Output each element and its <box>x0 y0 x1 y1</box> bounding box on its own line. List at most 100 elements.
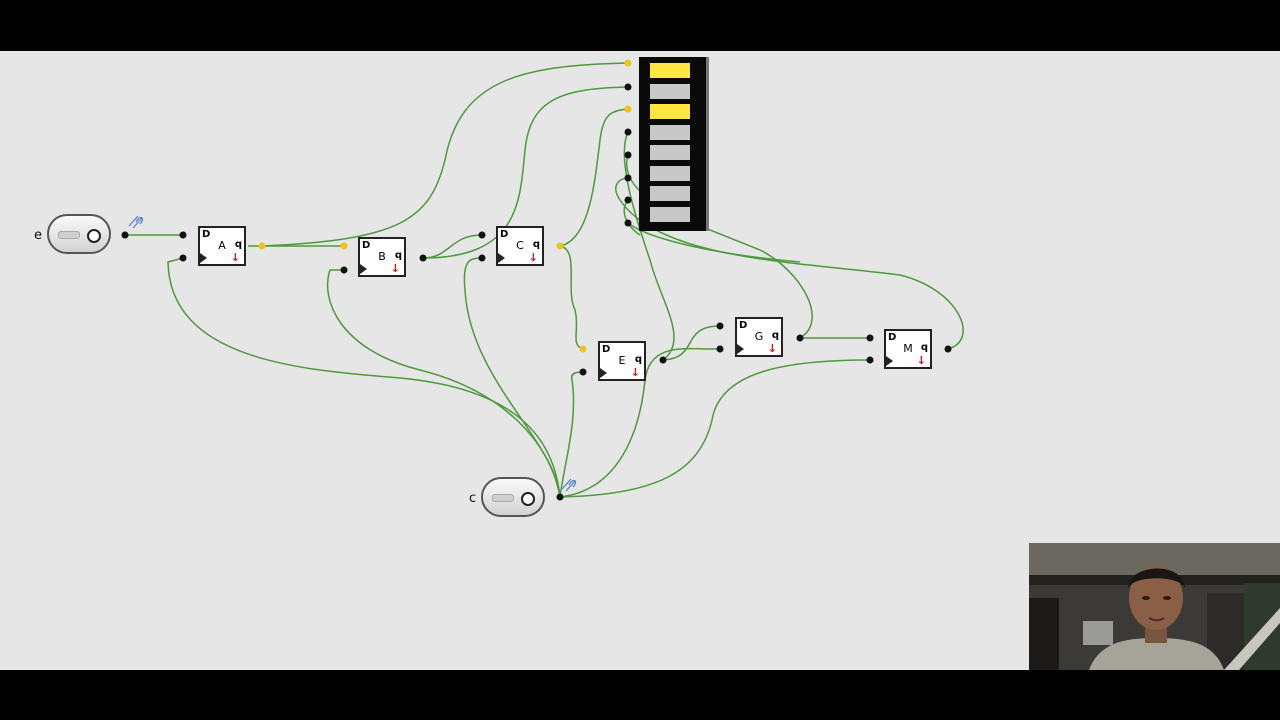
led-segment-3 <box>650 124 690 140</box>
pin <box>624 196 632 204</box>
q-pin-label: q <box>920 342 928 353</box>
wire <box>261 62 631 247</box>
d-pin-label: D <box>202 229 211 240</box>
active-pin <box>624 59 632 67</box>
wire <box>559 108 631 247</box>
active-pin <box>340 242 348 250</box>
red-down-arrow-icon: ↓ <box>528 251 538 264</box>
webcam-overlay <box>1029 543 1280 670</box>
pin <box>121 231 129 239</box>
flip-flop-label: M <box>903 342 913 355</box>
input-c-label: c <box>469 491 477 506</box>
pin <box>624 174 632 182</box>
flip-flop-label: C <box>516 239 524 252</box>
pin <box>556 493 564 501</box>
wire <box>559 347 721 498</box>
flip-flop-e[interactable]: D E q ↓ <box>598 341 646 381</box>
wire <box>662 325 721 361</box>
d-pin-label: D <box>500 229 509 240</box>
wire <box>422 86 631 259</box>
wire <box>615 177 964 350</box>
wire <box>559 245 584 350</box>
d-pin-label: D <box>602 344 611 355</box>
q-pin-label: q <box>394 250 402 261</box>
pin <box>624 151 632 159</box>
pin <box>624 219 632 227</box>
red-down-arrow-icon: ↓ <box>767 342 777 355</box>
pin <box>796 334 804 342</box>
pin <box>716 345 724 353</box>
output-ring-icon <box>87 229 101 243</box>
pin <box>419 254 427 262</box>
led-segment-6 <box>650 186 690 201</box>
circuit-canvas[interactable]: e c D A q ↓ D B q ↓ D C q ↓ D E q ↓ D <box>0 51 1280 670</box>
pin <box>624 83 632 91</box>
led-segment-4 <box>650 145 690 160</box>
flip-flop-b[interactable]: D B q ↓ <box>358 237 406 277</box>
led-segment-1 <box>650 83 690 99</box>
pin <box>624 128 632 136</box>
pin <box>944 345 952 353</box>
wires-layer <box>121 59 964 501</box>
clock-triangle-icon <box>200 253 207 263</box>
hand-cursor-icon <box>128 215 577 492</box>
flip-flop-c[interactable]: D C q ↓ <box>496 226 544 266</box>
red-down-arrow-icon: ↓ <box>230 251 240 264</box>
active-pin <box>258 242 266 250</box>
pin <box>179 231 187 239</box>
flip-flop-label: G <box>754 330 764 343</box>
pin <box>716 322 724 330</box>
pin <box>579 368 587 376</box>
clock-triangle-icon <box>600 368 607 378</box>
input-switch-e[interactable] <box>47 214 111 254</box>
input-switch-c[interactable] <box>481 477 545 517</box>
wire <box>167 257 561 498</box>
output-ring-icon <box>521 492 535 506</box>
q-pin-label: q <box>532 239 540 250</box>
pin <box>179 254 187 262</box>
flip-flop-g[interactable]: D G q ↓ <box>735 317 783 357</box>
led-segment-7 <box>650 206 690 222</box>
pin <box>478 254 486 262</box>
pin <box>866 356 874 364</box>
d-pin-label: D <box>739 320 748 331</box>
active-pin <box>556 242 564 250</box>
webcam-person-image <box>1029 543 1280 670</box>
wire <box>559 359 871 498</box>
red-down-arrow-icon: ↓ <box>630 366 640 379</box>
wire <box>559 371 584 498</box>
red-down-arrow-icon: ↓ <box>916 354 926 367</box>
pin <box>478 231 486 239</box>
flip-flop-label: A <box>218 239 226 252</box>
d-pin-label: D <box>888 332 897 343</box>
wire <box>326 269 561 498</box>
flip-flop-label: E <box>618 354 626 367</box>
red-down-arrow-icon: ↓ <box>390 262 400 275</box>
led-segment-5 <box>650 165 690 181</box>
led-segment-2 <box>650 104 690 119</box>
flip-flop-a[interactable]: D A q ↓ <box>198 226 246 266</box>
pin <box>866 334 874 342</box>
q-pin-label: q <box>771 330 779 341</box>
flip-flop-label: B <box>378 250 386 263</box>
wire <box>625 154 813 339</box>
wire <box>627 222 801 263</box>
active-pin <box>624 105 632 113</box>
input-e-label: e <box>34 228 42 243</box>
active-pin <box>579 345 587 353</box>
led-bar-display[interactable] <box>639 57 706 231</box>
flip-flop-m[interactable]: D M q ↓ <box>884 329 932 369</box>
led-segment-0 <box>650 63 690 78</box>
clock-triangle-icon <box>498 253 505 263</box>
q-pin-label: q <box>634 354 642 365</box>
switch-knob <box>58 231 80 239</box>
pin <box>659 356 667 364</box>
clock-triangle-icon <box>737 344 744 354</box>
pin <box>340 266 348 274</box>
clock-triangle-icon <box>360 264 367 274</box>
wire <box>623 131 675 361</box>
q-pin-label: q <box>234 239 242 250</box>
clock-triangle-icon <box>886 356 893 366</box>
d-pin-label: D <box>362 240 371 251</box>
wire <box>422 234 483 259</box>
